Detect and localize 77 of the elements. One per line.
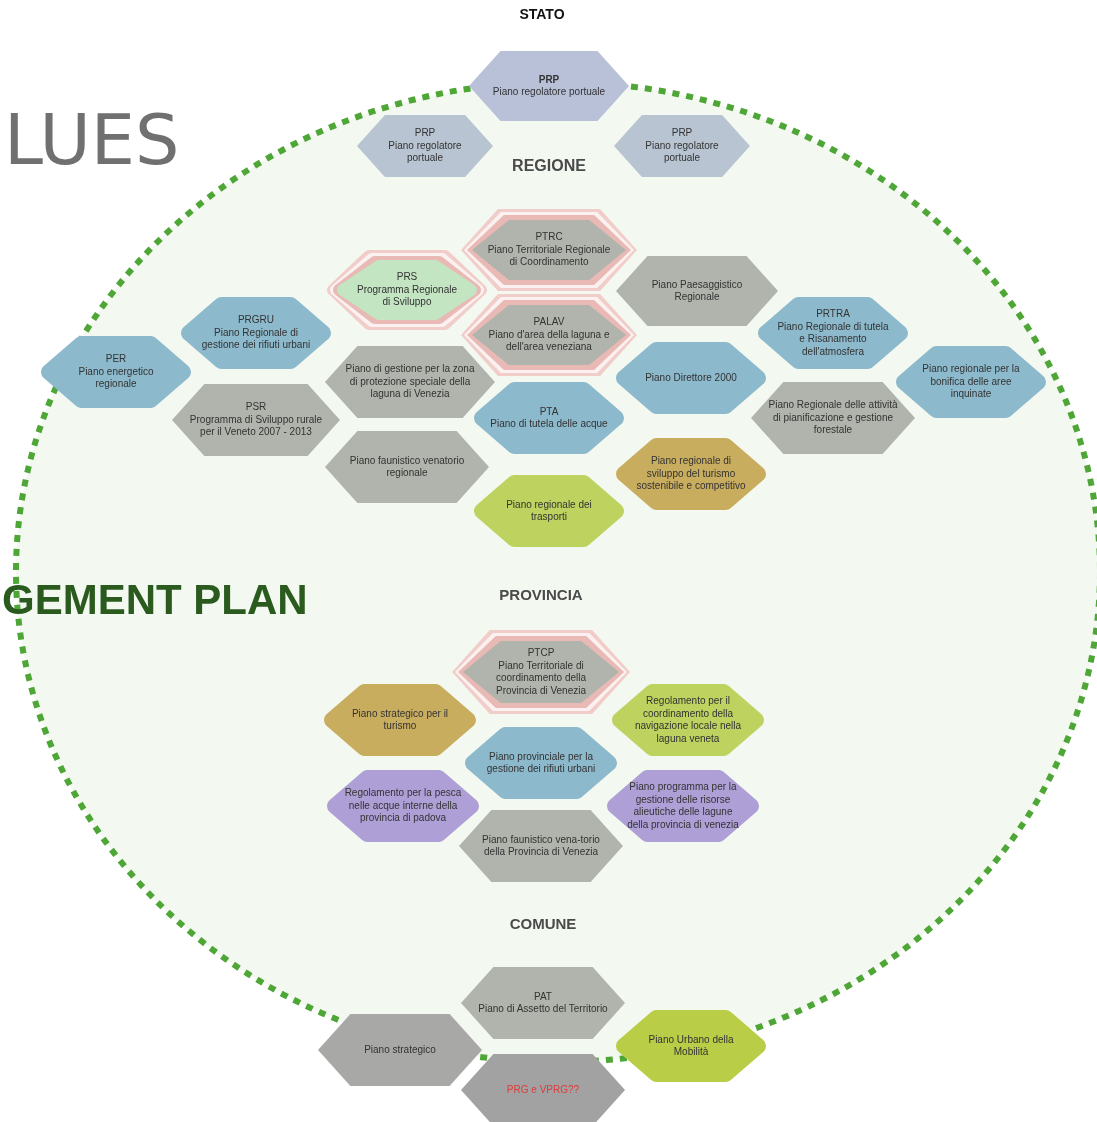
node-text: Piano energetico regionale [77, 365, 155, 391]
hexagon-node [461, 209, 637, 291]
node-text: Piano Regionale di gestione dei rifiuti urbani [200, 326, 312, 352]
node-text: Piano regionale di sviluppo del turismo sostenibile e competitivo [635, 455, 747, 493]
node-text: Piano regionale dei trasporti [505, 498, 593, 524]
rounded-hexagon-node [327, 770, 479, 842]
level-heading: PROVINCIA [499, 586, 583, 602]
node-text: Piano di tutela delle acque [490, 418, 608, 431]
rounded-hexagon-node [181, 297, 331, 369]
node-text: Piano di gestione per la zona di protezione speciale della laguna di Venezia [344, 363, 476, 401]
node-text: Piano faunistico vena-torio della Provincia di Venezia [481, 833, 601, 859]
node-text: Piano strategico per il turismo [350, 707, 450, 733]
node-text: Regolamento per il coordinamento della navigazione locale nella laguna veneta [633, 695, 743, 745]
node-acronym: PRS [396, 271, 418, 284]
hexagon-node [461, 1054, 625, 1122]
node-acronym: PRP [671, 127, 693, 140]
node-acronym: PSR [245, 401, 267, 414]
node-text: Piano regolatore portuale [387, 139, 463, 165]
node-text: Regolamento per la pesca nelle acque interne della provincia di padova [343, 787, 463, 825]
node-text: Piano regionale per la bonifica delle aree inquinate [921, 363, 1021, 401]
rounded-hexagon-node [41, 336, 191, 408]
cropped-title-text: GEMENT PLAN [2, 579, 308, 621]
hexagon-node [325, 346, 495, 418]
node-acronym: PER [105, 353, 127, 366]
node-acronym: PAT [534, 990, 552, 1003]
node-acronym: PRGRU [237, 314, 275, 327]
node-text: Programma di Sviluppo rurale per il Veneto 2007 - 2013 [188, 413, 324, 439]
level-heading: STATO [519, 7, 565, 21]
rounded-hexagon-node [758, 297, 908, 369]
hexagon-node [459, 810, 623, 882]
rounded-hexagon-node [607, 770, 759, 842]
node-text: Piano d'area della laguna e dell'area veneziana [487, 328, 611, 354]
rounded-hexagon-node [474, 475, 624, 547]
level-heading: COMUNE [509, 915, 577, 931]
node-text: Piano Direttore 2000 [645, 371, 737, 385]
rounded-hexagon-node [612, 684, 764, 756]
rounded-hexagon-node [474, 382, 624, 454]
level-heading: REGIONE [512, 158, 586, 174]
node-acronym: PALAV [533, 316, 565, 329]
rounded-hexagon-node [896, 346, 1046, 418]
node-acronym: PRP [414, 127, 436, 140]
rounded-hexagon-node [616, 438, 766, 510]
hexagon-node [461, 967, 625, 1039]
node-text: Piano regolatore portuale [492, 86, 606, 99]
node-text: Piano Regionale delle attività di pianificazione e gestione forestale [767, 399, 899, 437]
node-text: Piano Territoriale Regionale di Coordinamento [487, 243, 611, 269]
rounded-hexagon-node [616, 342, 766, 414]
node-text: Piano provinciale per la gestione dei rifiuti urbani [485, 750, 597, 776]
node-text: Programma Regionale di Sviluppo [355, 283, 459, 309]
hexagon-node [318, 1014, 482, 1086]
node-acronym: PTCP [527, 647, 555, 660]
node-text: PRG e VPRG?? [506, 1083, 580, 1097]
rounded-hexagon-node [465, 727, 617, 799]
hexagon-node [751, 382, 915, 454]
hexagon-node [616, 256, 778, 326]
rounded-hexagon-node [616, 1010, 766, 1082]
node-acronym: PRP [538, 73, 560, 86]
node-acronym: PTA [539, 405, 559, 418]
node-text: Piano Paesaggistico Regionale [650, 278, 744, 304]
node-text: Piano Territoriale di coordinamento della Provincia di Venezia [494, 659, 588, 697]
node-text: Piano di Assetto del Territorio [478, 1003, 608, 1016]
node-acronym: PRTRA [816, 308, 850, 321]
node-text: Piano faunistico venatorio regionale [348, 454, 466, 480]
cropped-title-text: LUES [4, 105, 180, 175]
node-text: Piano regolatore portuale [644, 139, 720, 165]
node-text: Piano Regionale di tutela e Risanamento dell'atmosfera [776, 320, 890, 358]
hexagon-node [469, 51, 629, 121]
hexagon-node [452, 630, 630, 714]
node-text: Piano Urbano della Mobilità [647, 1033, 735, 1059]
rounded-hexagon-node [324, 684, 476, 756]
node-acronym: PTRC [535, 231, 563, 244]
hexagon-node [614, 115, 750, 177]
hexagon-node [357, 115, 493, 177]
node-text: Piano strategico [364, 1043, 436, 1057]
node-text: Piano programma per la gestione delle risorse alieutiche delle lagune della provincia di venezia [626, 781, 740, 831]
hexagon-node [172, 384, 340, 456]
hexagon-node [325, 431, 489, 503]
